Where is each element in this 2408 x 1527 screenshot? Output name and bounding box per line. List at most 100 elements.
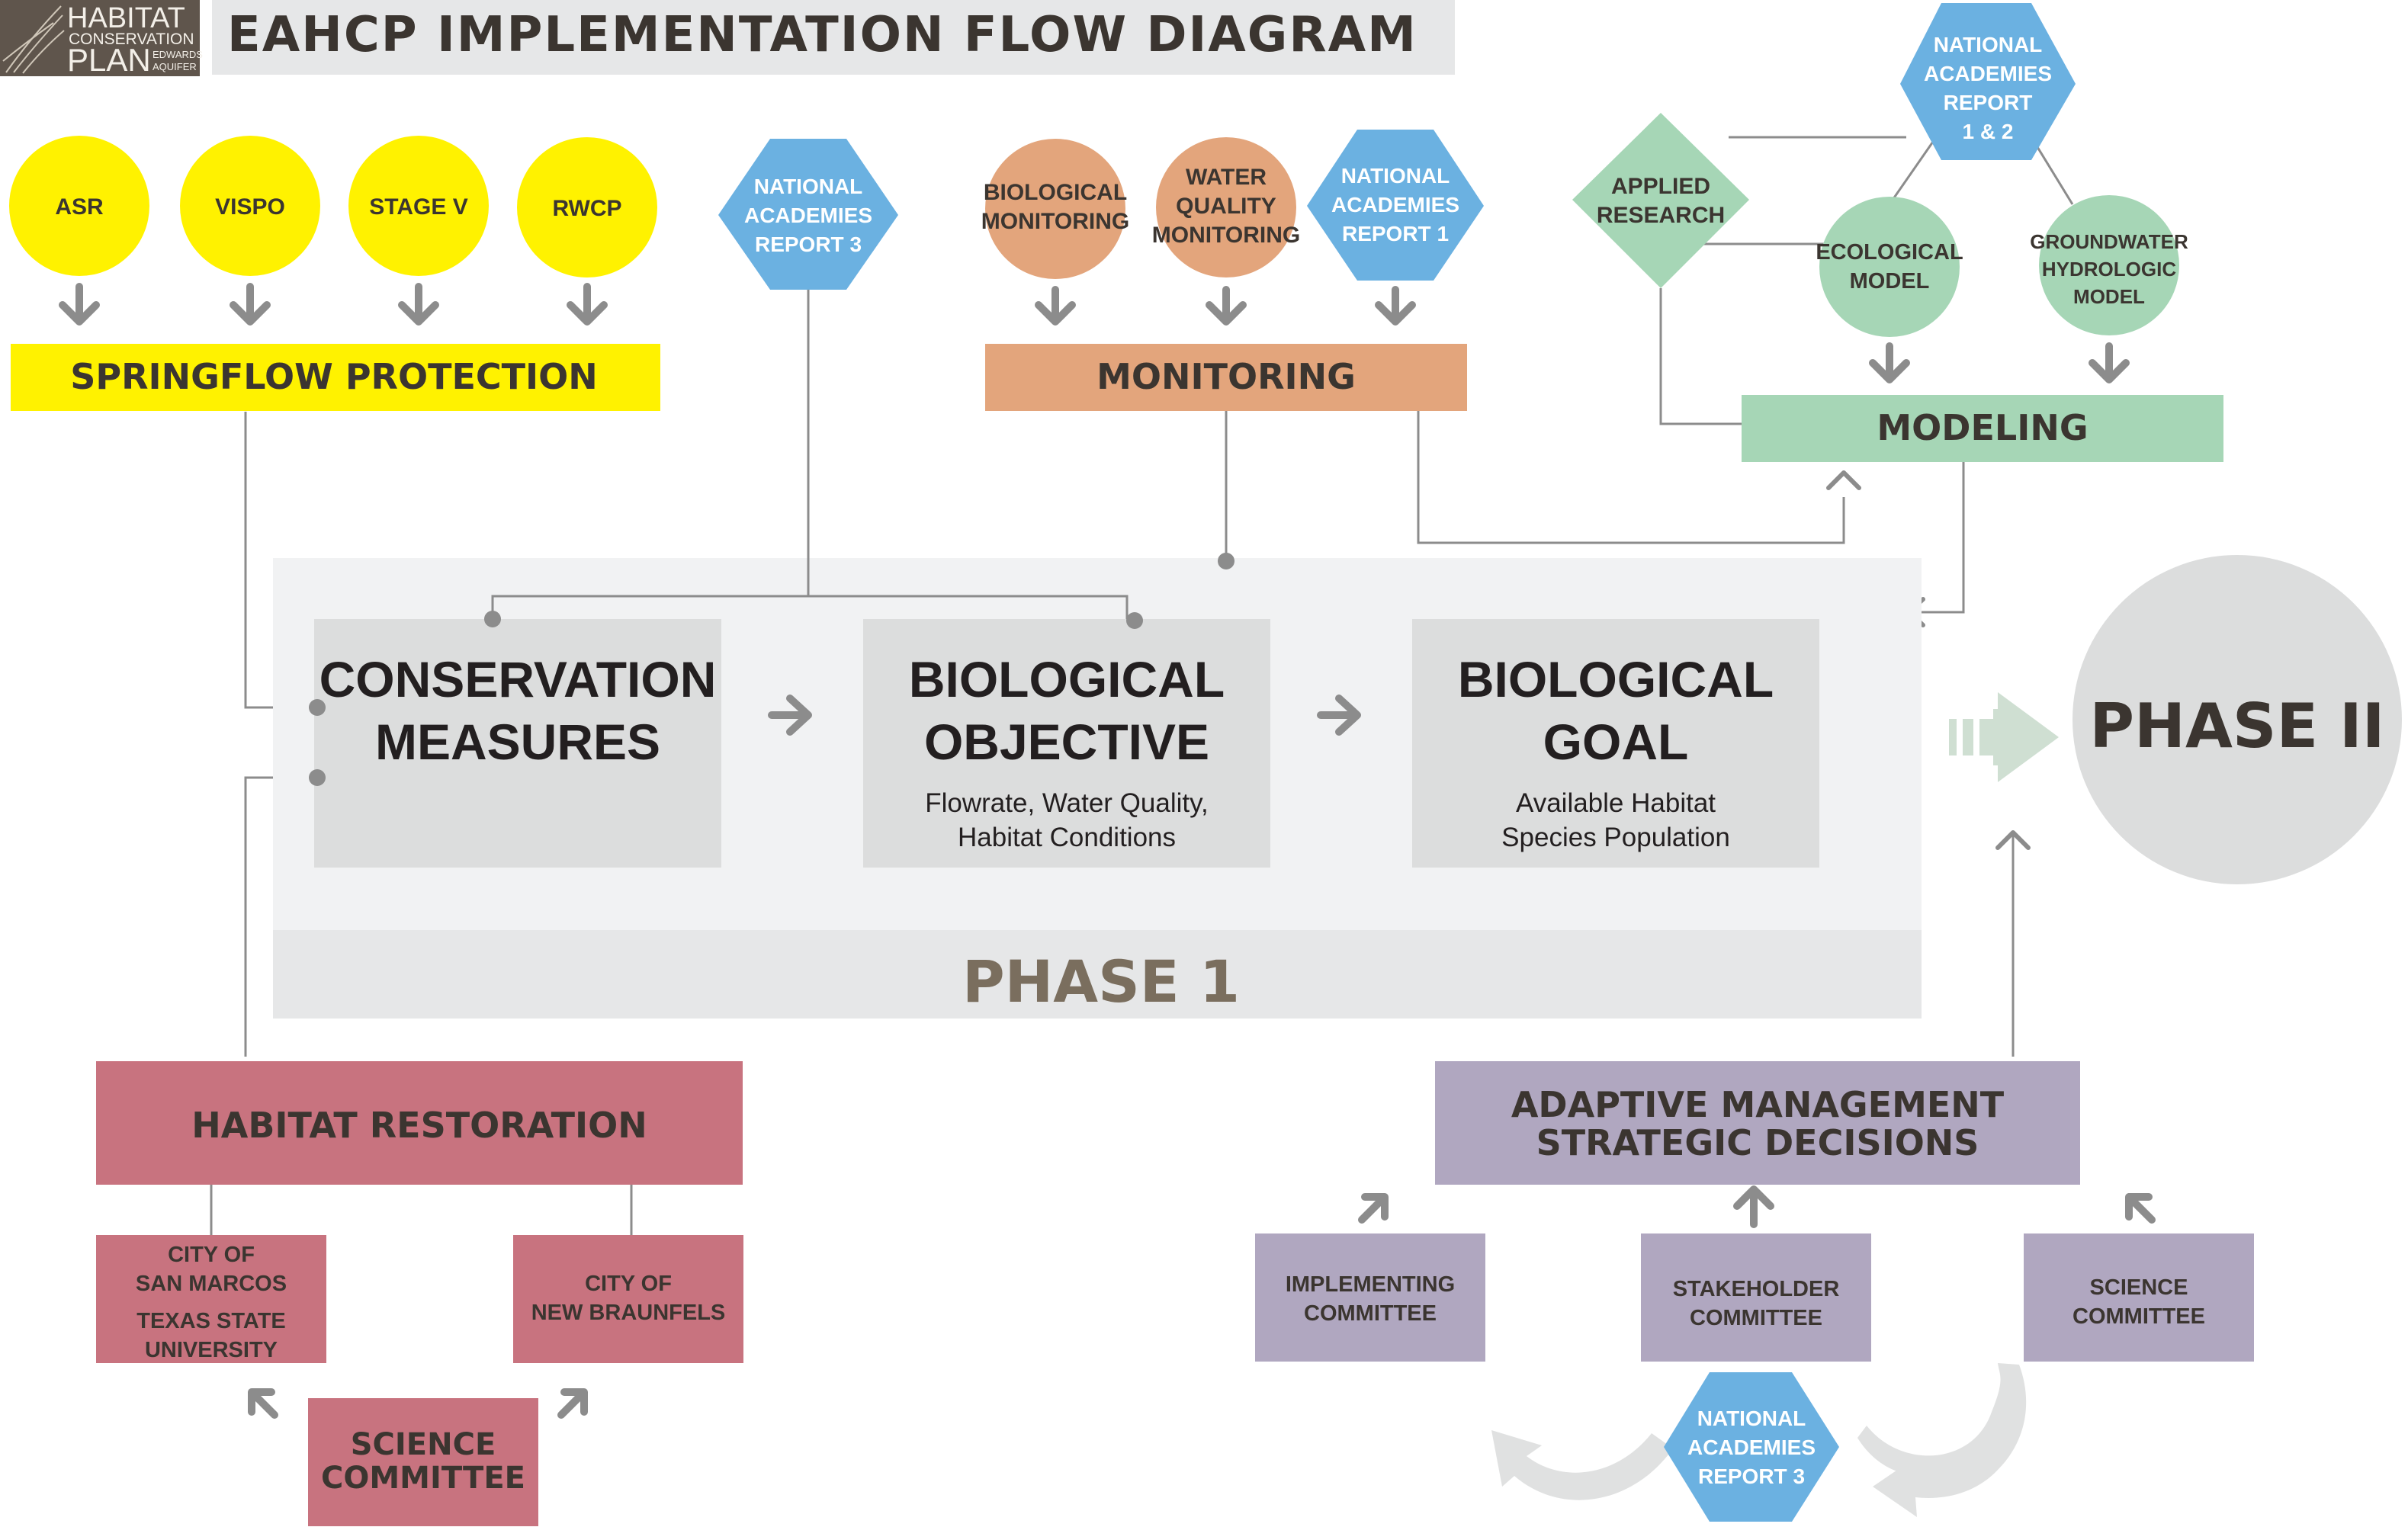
biological-goal-line-1: BIOLOGICAL [1458, 651, 1774, 707]
nar1-line-3: REPORT 1 [1342, 222, 1449, 245]
biological-objective-desc-2: Habitat Conditions [958, 823, 1176, 852]
new-braunfels-line-2: NEW BRAUNFELS [531, 1301, 726, 1325]
implementing-committee-line-2: COMMITTEE [1304, 1301, 1437, 1326]
cycle-right-arrow-icon [1857, 1363, 2027, 1517]
hr-science-committee-line-1: SCIENCE [351, 1427, 496, 1462]
modeling-label: MODELING [1877, 407, 2088, 448]
ecological-model-line-1: ECOLOGICAL [1816, 240, 1963, 265]
nar3-top-line-1: NATIONAL [754, 175, 863, 198]
arrow-up-left-icon [2125, 1193, 2156, 1224]
biological-objective-desc-1: Flowrate, Water Quality, [925, 788, 1208, 818]
nar12-line-2: ACADEMIES [1924, 62, 2052, 85]
arrow-up-left-icon [248, 1388, 278, 1419]
chevron-up-icon [1995, 830, 2031, 850]
phase1-label: PHASE 1 [962, 948, 1240, 1015]
nar3-top-line-2: ACADEMIES [744, 204, 872, 227]
phase2-label: PHASE II [2089, 691, 2384, 762]
arrow-up-right-icon [1358, 1193, 1389, 1224]
san-marcos-line-2: SAN MARCOS [136, 1272, 287, 1296]
logo-line-2: CONSERVATION [69, 30, 194, 48]
asr-label: ASR [55, 194, 104, 220]
am-science-committee-box [2024, 1233, 2254, 1362]
stakeholder-committee-line-2: COMMITTEE [1690, 1306, 1822, 1330]
habitat-restoration-label: HABITAT RESTORATION [191, 1105, 647, 1146]
nar1-hex [1307, 130, 1484, 281]
monitoring-box [985, 344, 1467, 411]
adaptive-management-box [1435, 1061, 2080, 1185]
am-science-committee-line-2: COMMITTEE [2072, 1304, 2205, 1329]
applied-research-line-2: RESEARCH [1597, 203, 1725, 228]
biological-goal-desc-1: Available Habitat [1516, 788, 1716, 818]
nar3-bottom-hex: NATIONAL ACADEMIES REPORT 3 [1664, 1372, 1839, 1522]
phase2-circle [2072, 555, 2402, 884]
implementing-committee-line-1: IMPLEMENTING [1286, 1272, 1455, 1297]
monitoring-arrows [1035, 286, 1416, 326]
san-marcos-line-4: UNIVERSITY [145, 1338, 278, 1362]
water-quality-monitoring-line-3: MONITORING [1152, 223, 1300, 248]
logo-line-4b: AQUIFER [153, 61, 197, 72]
nar1-line-1: NATIONAL [1341, 164, 1450, 188]
am-arrows [1358, 1185, 2156, 1228]
san-marcos-box [96, 1235, 326, 1363]
springflow-arrows [59, 283, 608, 326]
habitat-restoration-box [96, 1061, 743, 1185]
nar3-bottom-line-1: NATIONAL [1697, 1407, 1806, 1430]
logo-line-3: PLAN [67, 42, 151, 78]
page-title: EAHCP IMPLEMENTATION FLOW DIAGRAM [227, 7, 1418, 63]
nar3-bottom-line-2: ACADEMIES [1687, 1436, 1816, 1459]
logo-line-4a: EDWARDS [153, 49, 203, 60]
rwcp-label: RWCP [552, 196, 621, 221]
conservation-measures-line-2: MEASURES [375, 714, 660, 770]
monitoring-label: MONITORING [1096, 356, 1356, 397]
biological-goal-line-2: GOAL [1543, 714, 1689, 770]
nar1-line-2: ACADEMIES [1331, 193, 1459, 217]
applied-research-line-1: APPLIED [1611, 174, 1710, 199]
nar3-top-hex: NATIONAL ACADEMIES REPORT 3 [718, 139, 898, 290]
chevron-up-icon [1826, 470, 1861, 490]
ecological-model-line-2: MODEL [1850, 269, 1930, 294]
nar3-bottom-line-3: REPORT 3 [1698, 1464, 1805, 1488]
conservation-measures-line-1: CONSERVATION [319, 651, 717, 707]
nar3-top-line-3: REPORT 3 [755, 233, 862, 256]
water-quality-monitoring-line-1: WATER [1186, 165, 1267, 190]
stage-v-circle [348, 136, 489, 276]
nar12-line-3: REPORT [1944, 91, 2033, 114]
biological-goal-box [1412, 619, 1819, 868]
hr-science-committee-line-2: COMMITTEE [321, 1461, 525, 1496]
phase1-dots [309, 611, 1143, 786]
logo-line-1: HABITAT [67, 2, 185, 34]
biological-monitoring-circle [985, 139, 1125, 279]
arrow-right-icon [1317, 695, 1361, 736]
logo: HABITAT CONSERVATION PLAN EDWARDS AQUIFE… [0, 0, 203, 78]
biological-objective-line-1: BIOLOGICAL [909, 651, 1225, 707]
phase1-flow-arrows [768, 695, 1361, 736]
conservation-measures-box [314, 619, 721, 868]
new-braunfels-line-1: CITY OF [585, 1272, 672, 1296]
adaptive-management-line-1: ADAPTIVE MANAGEMENT [1511, 1084, 2005, 1125]
monitoring-inputs: BIOLOGICAL MONITORING WATER QUALITY MONI… [981, 130, 1484, 281]
title-band [212, 0, 1455, 75]
implementing-committee-box [1255, 1233, 1485, 1362]
san-marcos-line-3: TEXAS STATE [136, 1309, 286, 1333]
biological-objective-box [863, 619, 1270, 868]
cycle-arrows [1491, 1363, 2027, 1517]
water-quality-monitoring-circle [1156, 137, 1296, 277]
modeling-inputs: NATIONAL ACADEMIES REPORT 1 & 2 APPLIED … [1572, 3, 2188, 337]
springflow-protection-box [11, 344, 660, 411]
panel-dots [1218, 553, 1235, 569]
nar12-line-1: NATIONAL [1934, 33, 2043, 56]
nar12-line-4: 1 & 2 [1963, 120, 2014, 143]
panel-top-connector [491, 558, 1129, 619]
logo-reed-icon [2, 5, 65, 74]
groundwater-model-line-3: MODEL [2073, 285, 2145, 308]
arrow-up-right-icon [557, 1388, 588, 1419]
stakeholder-committee-line-1: STAKEHOLDER [1673, 1277, 1840, 1301]
springflow-inputs: ASR VISPO STAGE V RWCP [9, 136, 657, 277]
ecological-model-circle [1819, 197, 1960, 337]
applied-research-diamond [1572, 113, 1749, 288]
groundwater-model-line-2: HYDROLOGIC [2042, 258, 2176, 281]
adaptive-management-line-2: STRATEGIC DECISIONS [1536, 1122, 1979, 1163]
biological-goal-desc-2: Species Population [1501, 823, 1730, 852]
cycle-left-arrow-icon [1491, 1430, 1673, 1500]
